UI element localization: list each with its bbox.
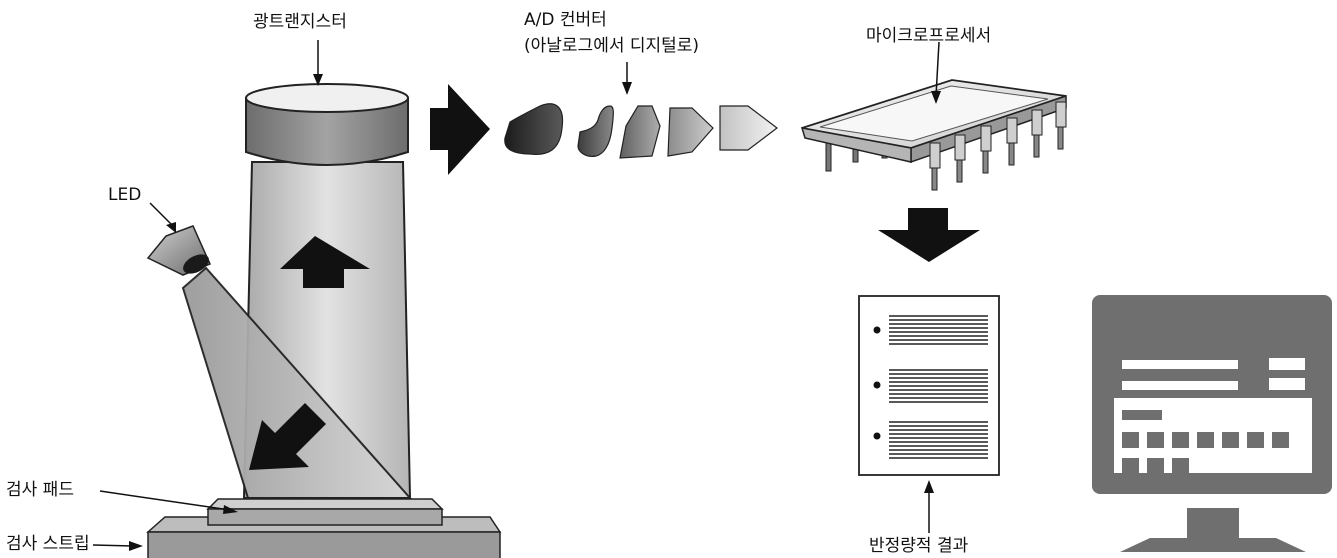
down-arrow-icon <box>878 208 980 262</box>
up-arrow-icon <box>280 236 370 288</box>
phototransistor-label: 광트랜지스터 <box>253 12 347 32</box>
microprocessor-chip-icon <box>800 79 1067 191</box>
label-pointers <box>92 40 941 551</box>
phototransistor-cylinder-icon <box>245 83 409 166</box>
led-icon <box>146 225 212 276</box>
signal-shape-icon <box>504 103 778 159</box>
led-label: LED <box>108 185 142 205</box>
ad-converter-label-line2: (아날로그에서 디지털로) <box>524 36 700 56</box>
test-pad-label: 검사 패드 <box>6 480 74 500</box>
microprocessor-label: 마이크로프로세서 <box>866 26 992 46</box>
incident-beam-icon <box>181 266 413 499</box>
report-document-icon <box>858 295 1000 476</box>
down-diagonal-arrow-icon <box>249 403 326 470</box>
flow-arrow-icon <box>430 84 490 175</box>
test-pad <box>206 498 444 526</box>
test-strip-label: 검사 스트립 <box>6 534 90 554</box>
semi-quant-result-label: 반정량적 결과 <box>869 536 969 556</box>
computer-monitor-icon <box>1092 295 1332 552</box>
ad-converter-label-line1: A/D 컨버터 <box>524 10 607 30</box>
